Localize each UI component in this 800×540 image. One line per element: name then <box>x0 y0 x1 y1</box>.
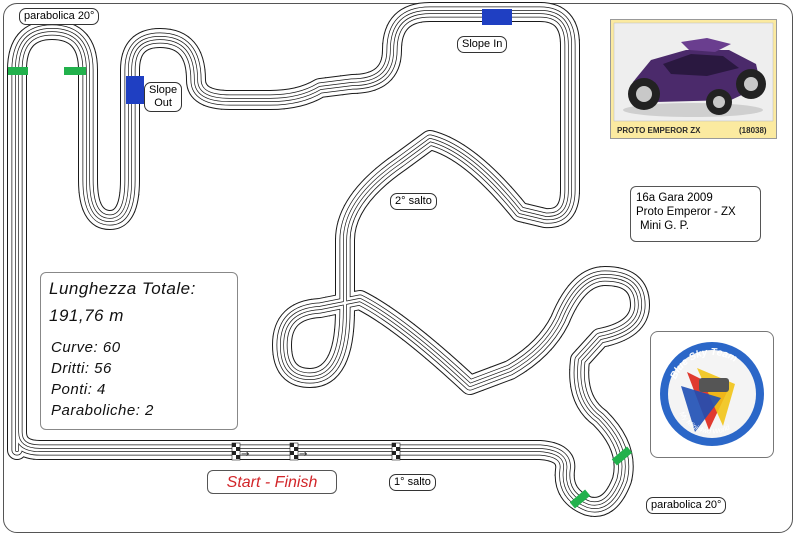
parabolica-marker-left-2 <box>64 67 86 75</box>
start-finish-label: Start - Finish <box>207 470 337 494</box>
checkered-flag-1 <box>231 442 241 461</box>
total-length-value: 191,76 m <box>49 306 124 325</box>
checkered-flag-3 <box>391 442 401 461</box>
direction-arrow-1: → <box>241 449 249 460</box>
parabolica-marker-left <box>8 67 28 75</box>
checkered-flag-2 <box>289 442 299 461</box>
slope-in-marker <box>482 9 512 25</box>
total-length-heading: Lunghezza Totale: <box>49 279 196 298</box>
slope-in-label: Slope In <box>457 36 508 53</box>
slope-out-marker <box>126 76 144 104</box>
first-jump-label: 1° salto <box>389 474 436 491</box>
parabolica-marker-right <box>611 446 633 466</box>
special-markers: → → <box>8 9 633 509</box>
race-car-model: Proto Emperor - ZX <box>636 206 736 218</box>
bridges-count: Ponti: 4 <box>51 381 106 398</box>
car-photo-caption: PROTO EMPEROR ZX <box>617 126 701 135</box>
team-logo-box: Blue Sky Team My Mini 4wd World <box>650 331 774 458</box>
car-photo: PROTO EMPEROR ZX (18038) <box>610 19 777 139</box>
car-photo-code: (18038) <box>739 126 767 135</box>
track-path-group <box>7 2 650 517</box>
race-class: Mini G. P. <box>640 220 689 232</box>
direction-arrow-2: → <box>299 449 307 460</box>
diagram-frame <box>3 3 793 533</box>
curves-count: Curve: 60 <box>51 339 121 356</box>
race-number: 16a Gara 2009 <box>636 192 713 204</box>
parabolics-count: Paraboliche: 2 <box>51 402 154 419</box>
parabolica-top-label: parabolica 20° <box>19 8 100 25</box>
car-image <box>613 22 774 122</box>
track-lane-stroke <box>15 10 642 509</box>
slope-out-label: Slope Out <box>144 82 183 112</box>
parabolica-bottom-label: parabolica 20° <box>646 497 727 514</box>
race-info-box: 16a Gara 2009 Proto Emperor - ZX Mini G.… <box>630 186 761 242</box>
track-stats-box: Lunghezza Totale: 191,76 m Curve: 60 Dri… <box>40 272 238 430</box>
parabolica-marker-right-2 <box>569 489 591 509</box>
team-logo: Blue Sky Team My Mini 4wd World <box>660 342 764 446</box>
straights-count: Dritti: 56 <box>51 360 112 377</box>
second-jump-label: 2° salto <box>390 193 437 210</box>
